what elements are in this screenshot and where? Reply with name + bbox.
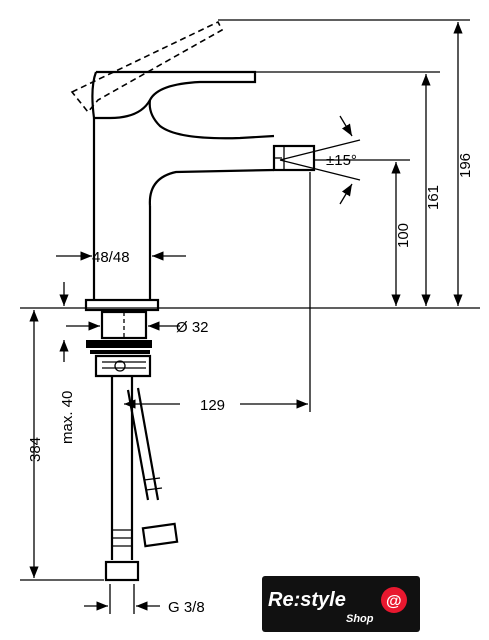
dim-connection-thread: G 3/8 <box>168 599 205 616</box>
restyle-shop-logo: Re:style Shop @ <box>262 576 420 632</box>
dim-max-thickness: max. 40 <box>59 391 76 444</box>
dim-base-width: 48/48 <box>92 249 130 266</box>
dim-outlet-height: 100 <box>395 223 412 248</box>
dim-hose-length: 384 <box>27 437 44 462</box>
dim-hole-diameter: Ø 32 <box>176 319 209 336</box>
supply-hoses <box>104 376 179 582</box>
dim-spout-height: 161 <box>425 185 442 210</box>
svg-text:Re:style: Re:style <box>268 589 346 611</box>
dim-swivel-angle: ±15° <box>326 152 357 169</box>
dim-overall-height: 196 <box>457 153 474 178</box>
faucet-body <box>84 70 316 312</box>
svg-text:Shop: Shop <box>346 613 374 625</box>
lever-open-position <box>70 20 224 114</box>
angle-indicator <box>279 115 361 205</box>
mounting-assembly <box>86 310 152 378</box>
dim-projection: 129 <box>200 397 225 414</box>
svg-text:@: @ <box>386 593 402 610</box>
